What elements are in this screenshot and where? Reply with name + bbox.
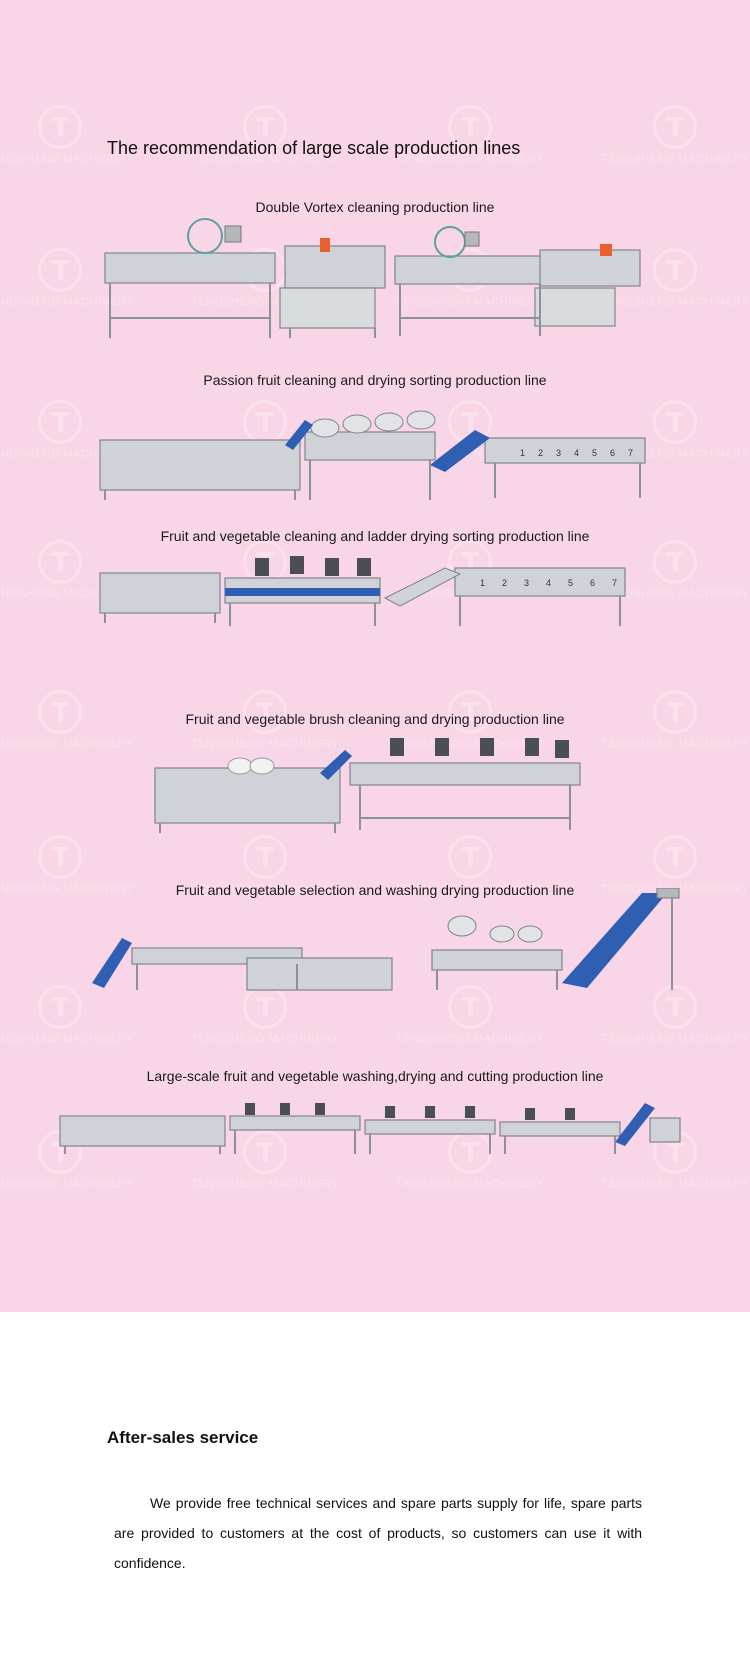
watermark-text: TENGSHENG MACHINERY [0, 738, 135, 750]
line-caption-2: Passion fruit cleaning and drying sortin… [203, 372, 547, 388]
line-caption-5: Fruit and vegetable selection and washin… [175, 882, 575, 898]
watermark-logo-icon [653, 248, 697, 292]
sorting-number: 4 [546, 578, 551, 588]
watermark: TENGSHENG MACHINERY [0, 985, 135, 1075]
brush-cleaning-line-image [154, 738, 581, 833]
watermark-text: TENGSHENG MACHINERY [600, 1033, 750, 1045]
ladder-drying-line-image: 1 2 3 4 5 6 7 [99, 556, 626, 626]
watermark-text: TENGSHENG MACHINERY [395, 1033, 545, 1045]
watermark: TENGSHENG MACHINERY [395, 985, 545, 1075]
watermark: TENGSHENG MACHINERY [190, 985, 340, 1075]
watermark: TENGSHENG MACHINERY [600, 105, 750, 195]
watermark-text: TENGSHENG MACHINERY [0, 1033, 135, 1045]
watermark-logo-icon [653, 105, 697, 149]
line-caption-3: Fruit and vegetable cleaning and ladder … [160, 528, 590, 544]
production-lines-section: TENGSHENG MACHINERY TENGSHENG MACHINERY TE… [0, 0, 750, 1312]
sorting-number: 5 [592, 448, 597, 458]
watermark-text: TENGSHENG MACHINERY [395, 1178, 545, 1190]
selection-washing-line-image [92, 888, 680, 991]
sorting-number: 4 [574, 448, 579, 458]
watermark-text: TENGSHENG MACHINERY [0, 1178, 135, 1190]
watermark-text: TENGSHENG MACHINERY [190, 1178, 340, 1190]
sorting-number: 1 [520, 448, 525, 458]
watermark-logo-icon [448, 835, 492, 879]
watermark-text: TENGSHENG MACHINERY [600, 153, 750, 165]
double-vortex-line-image [104, 218, 641, 338]
line-caption-6: Large-scale fruit and vegetable washing,… [146, 1068, 604, 1084]
watermark-text: TENGSHENG MACHINERY [600, 1178, 750, 1190]
watermark-logo-icon [38, 835, 82, 879]
section-title: The recommendation of large scale produc… [107, 138, 521, 158]
sorting-number: 7 [612, 578, 617, 588]
sorting-number: 7 [628, 448, 633, 458]
watermark-logo-icon [38, 540, 82, 584]
sorting-number: 2 [538, 448, 543, 458]
watermark-logo-icon [653, 835, 697, 879]
watermark: TENGSHENG MACHINERY [600, 690, 750, 780]
sorting-number: 1 [480, 578, 485, 588]
sorting-number: 5 [568, 578, 573, 588]
after-sales-title: After-sales service [107, 1428, 259, 1447]
watermark-logo-icon [38, 105, 82, 149]
washing-cutting-line-image [59, 1103, 681, 1154]
sorting-number: 6 [610, 448, 615, 458]
sorting-number: 3 [524, 578, 529, 588]
after-sales-text: We provide free technical services and s… [114, 1495, 642, 1571]
sorting-number: 2 [502, 578, 507, 588]
watermark-logo-icon [653, 400, 697, 444]
watermark-logo-icon [38, 248, 82, 292]
watermark-logo-icon [653, 540, 697, 584]
sorting-number: 3 [556, 448, 561, 458]
watermark-logo-icon [243, 835, 287, 879]
passion-fruit-line-image: 1 2 3 4 5 6 7 [99, 410, 646, 500]
line-caption-1: Double Vortex cleaning production line [255, 199, 495, 215]
watermark-text: TENGSHENG MACHINERY [600, 738, 750, 750]
watermark: TENGSHENG MACHINERY [600, 985, 750, 1075]
watermark-logo-icon [38, 400, 82, 444]
line-caption-4: Fruit and vegetable brush cleaning and d… [185, 711, 565, 727]
watermark-text: TENGSHENG MACHINERY [190, 1033, 340, 1045]
watermark: TENGSHENG MACHINERY [0, 690, 135, 780]
sorting-number: 6 [590, 578, 595, 588]
